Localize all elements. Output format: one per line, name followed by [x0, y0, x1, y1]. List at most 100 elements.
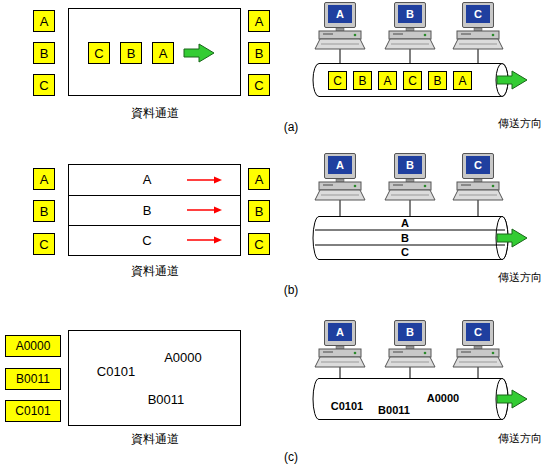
computer-base: [385, 346, 435, 367]
panel-label: (c): [284, 450, 298, 464]
data-box: C: [33, 74, 55, 96]
data-box: A0000: [5, 335, 61, 357]
data-box: B: [120, 42, 142, 64]
box-label: C: [34, 75, 54, 95]
data-box: A: [33, 10, 55, 32]
panel-label: (b): [284, 283, 299, 297]
computer-base: [453, 346, 503, 367]
pipe-lane-line: [315, 230, 505, 231]
pipe-outline: [313, 378, 508, 420]
box-label: C: [89, 43, 109, 63]
box-label: B0011: [6, 369, 60, 389]
data-box: A: [453, 71, 472, 90]
data-box: A: [378, 71, 397, 90]
data-box: C: [248, 74, 270, 96]
data-box: B: [248, 42, 270, 64]
connector-line: [340, 28, 341, 63]
computer-base: [385, 28, 435, 49]
box-label: A: [249, 11, 269, 31]
connector-line: [478, 346, 479, 378]
box-label: A: [328, 156, 352, 174]
data-box: C: [33, 233, 55, 255]
connector-line: [410, 28, 411, 63]
connector-line: [478, 179, 479, 216]
box-label: B: [398, 5, 422, 23]
pipe-outline: [313, 216, 508, 260]
data-channel: A0000C0101B0011資料通道: [68, 330, 241, 426]
box-label: C: [466, 156, 490, 174]
data-box: A: [33, 168, 55, 190]
computer-monitor: A: [324, 153, 356, 179]
computer-monitor: A: [324, 320, 356, 346]
connector-line: [340, 346, 341, 378]
pipe-body: [313, 64, 508, 97]
box-label: A: [401, 218, 409, 229]
data-box: C: [248, 233, 270, 255]
channel-lane: C: [69, 225, 240, 255]
box-label: B0011: [148, 393, 185, 406]
box-label: C: [401, 247, 409, 258]
box-label: A: [328, 323, 352, 341]
data-box: C: [88, 42, 110, 64]
computer-base: [315, 346, 365, 367]
box-label: C: [34, 234, 54, 254]
caption-text: 傳送方向: [498, 433, 542, 444]
box-label: C0101: [6, 401, 60, 421]
pipe-end: [496, 64, 508, 97]
data-box: B: [248, 200, 270, 222]
transmission-pipe: ABC傳送方向: [313, 216, 508, 260]
computer-monitor: B: [394, 320, 426, 346]
box-label: A: [143, 173, 152, 186]
data-box: B0011: [5, 368, 61, 390]
transmission-pipe: 傳送方向CBACBA: [313, 63, 508, 97]
pipe-body: [313, 379, 508, 420]
box-label: C: [249, 75, 269, 95]
box-label: C: [466, 5, 490, 23]
box-label: B0011: [378, 405, 410, 416]
connector-line: [410, 179, 411, 216]
channel-lane: A: [69, 165, 240, 195]
computer-base: [315, 179, 365, 200]
box-label: B: [249, 43, 269, 63]
box-label: B: [398, 323, 422, 341]
panel-label: (a): [284, 120, 299, 134]
flow-arrow: [184, 44, 214, 62]
data-box: B: [33, 200, 55, 222]
caption-text: 資料通道: [131, 433, 179, 445]
connector-line: [410, 346, 411, 378]
computer-monitor: C: [462, 2, 494, 28]
caption-text: 傳送方向: [498, 118, 542, 129]
box-label: A0000: [6, 336, 60, 356]
pipe-end: [496, 217, 508, 260]
flow-arrow: [497, 390, 527, 408]
box-label: C: [249, 234, 269, 254]
box-label: C0101: [331, 401, 363, 412]
flow-arrow: [497, 71, 527, 89]
connector-line: [478, 28, 479, 63]
box-label: C: [142, 234, 151, 247]
box-label: C: [329, 72, 346, 89]
transmission-pipe: C0101B0011A0000傳送方向: [313, 378, 508, 420]
data-box: C0101: [5, 400, 61, 422]
caption-text: 傳送方向: [498, 272, 542, 283]
data-box: C: [403, 71, 422, 90]
lane-arrow: [187, 177, 222, 184]
box-label: B: [401, 233, 409, 244]
flow-arrow: [497, 229, 527, 247]
box-label: A: [379, 72, 396, 89]
lane-arrow: [187, 237, 222, 244]
box-label: B: [143, 204, 152, 217]
box-label: B: [249, 201, 269, 221]
box-label: A: [249, 169, 269, 189]
pipe-end: [496, 379, 508, 420]
computer-base: [315, 28, 365, 49]
data-channel: 資料通道CBA: [68, 8, 241, 96]
box-label: A0000: [427, 393, 459, 404]
channel-lane: B: [69, 195, 240, 225]
caption-text: 資料通道: [131, 107, 179, 119]
box-label: C: [466, 323, 490, 341]
computer-base: [385, 179, 435, 200]
box-label: A: [454, 72, 471, 89]
data-box: C: [328, 71, 347, 90]
